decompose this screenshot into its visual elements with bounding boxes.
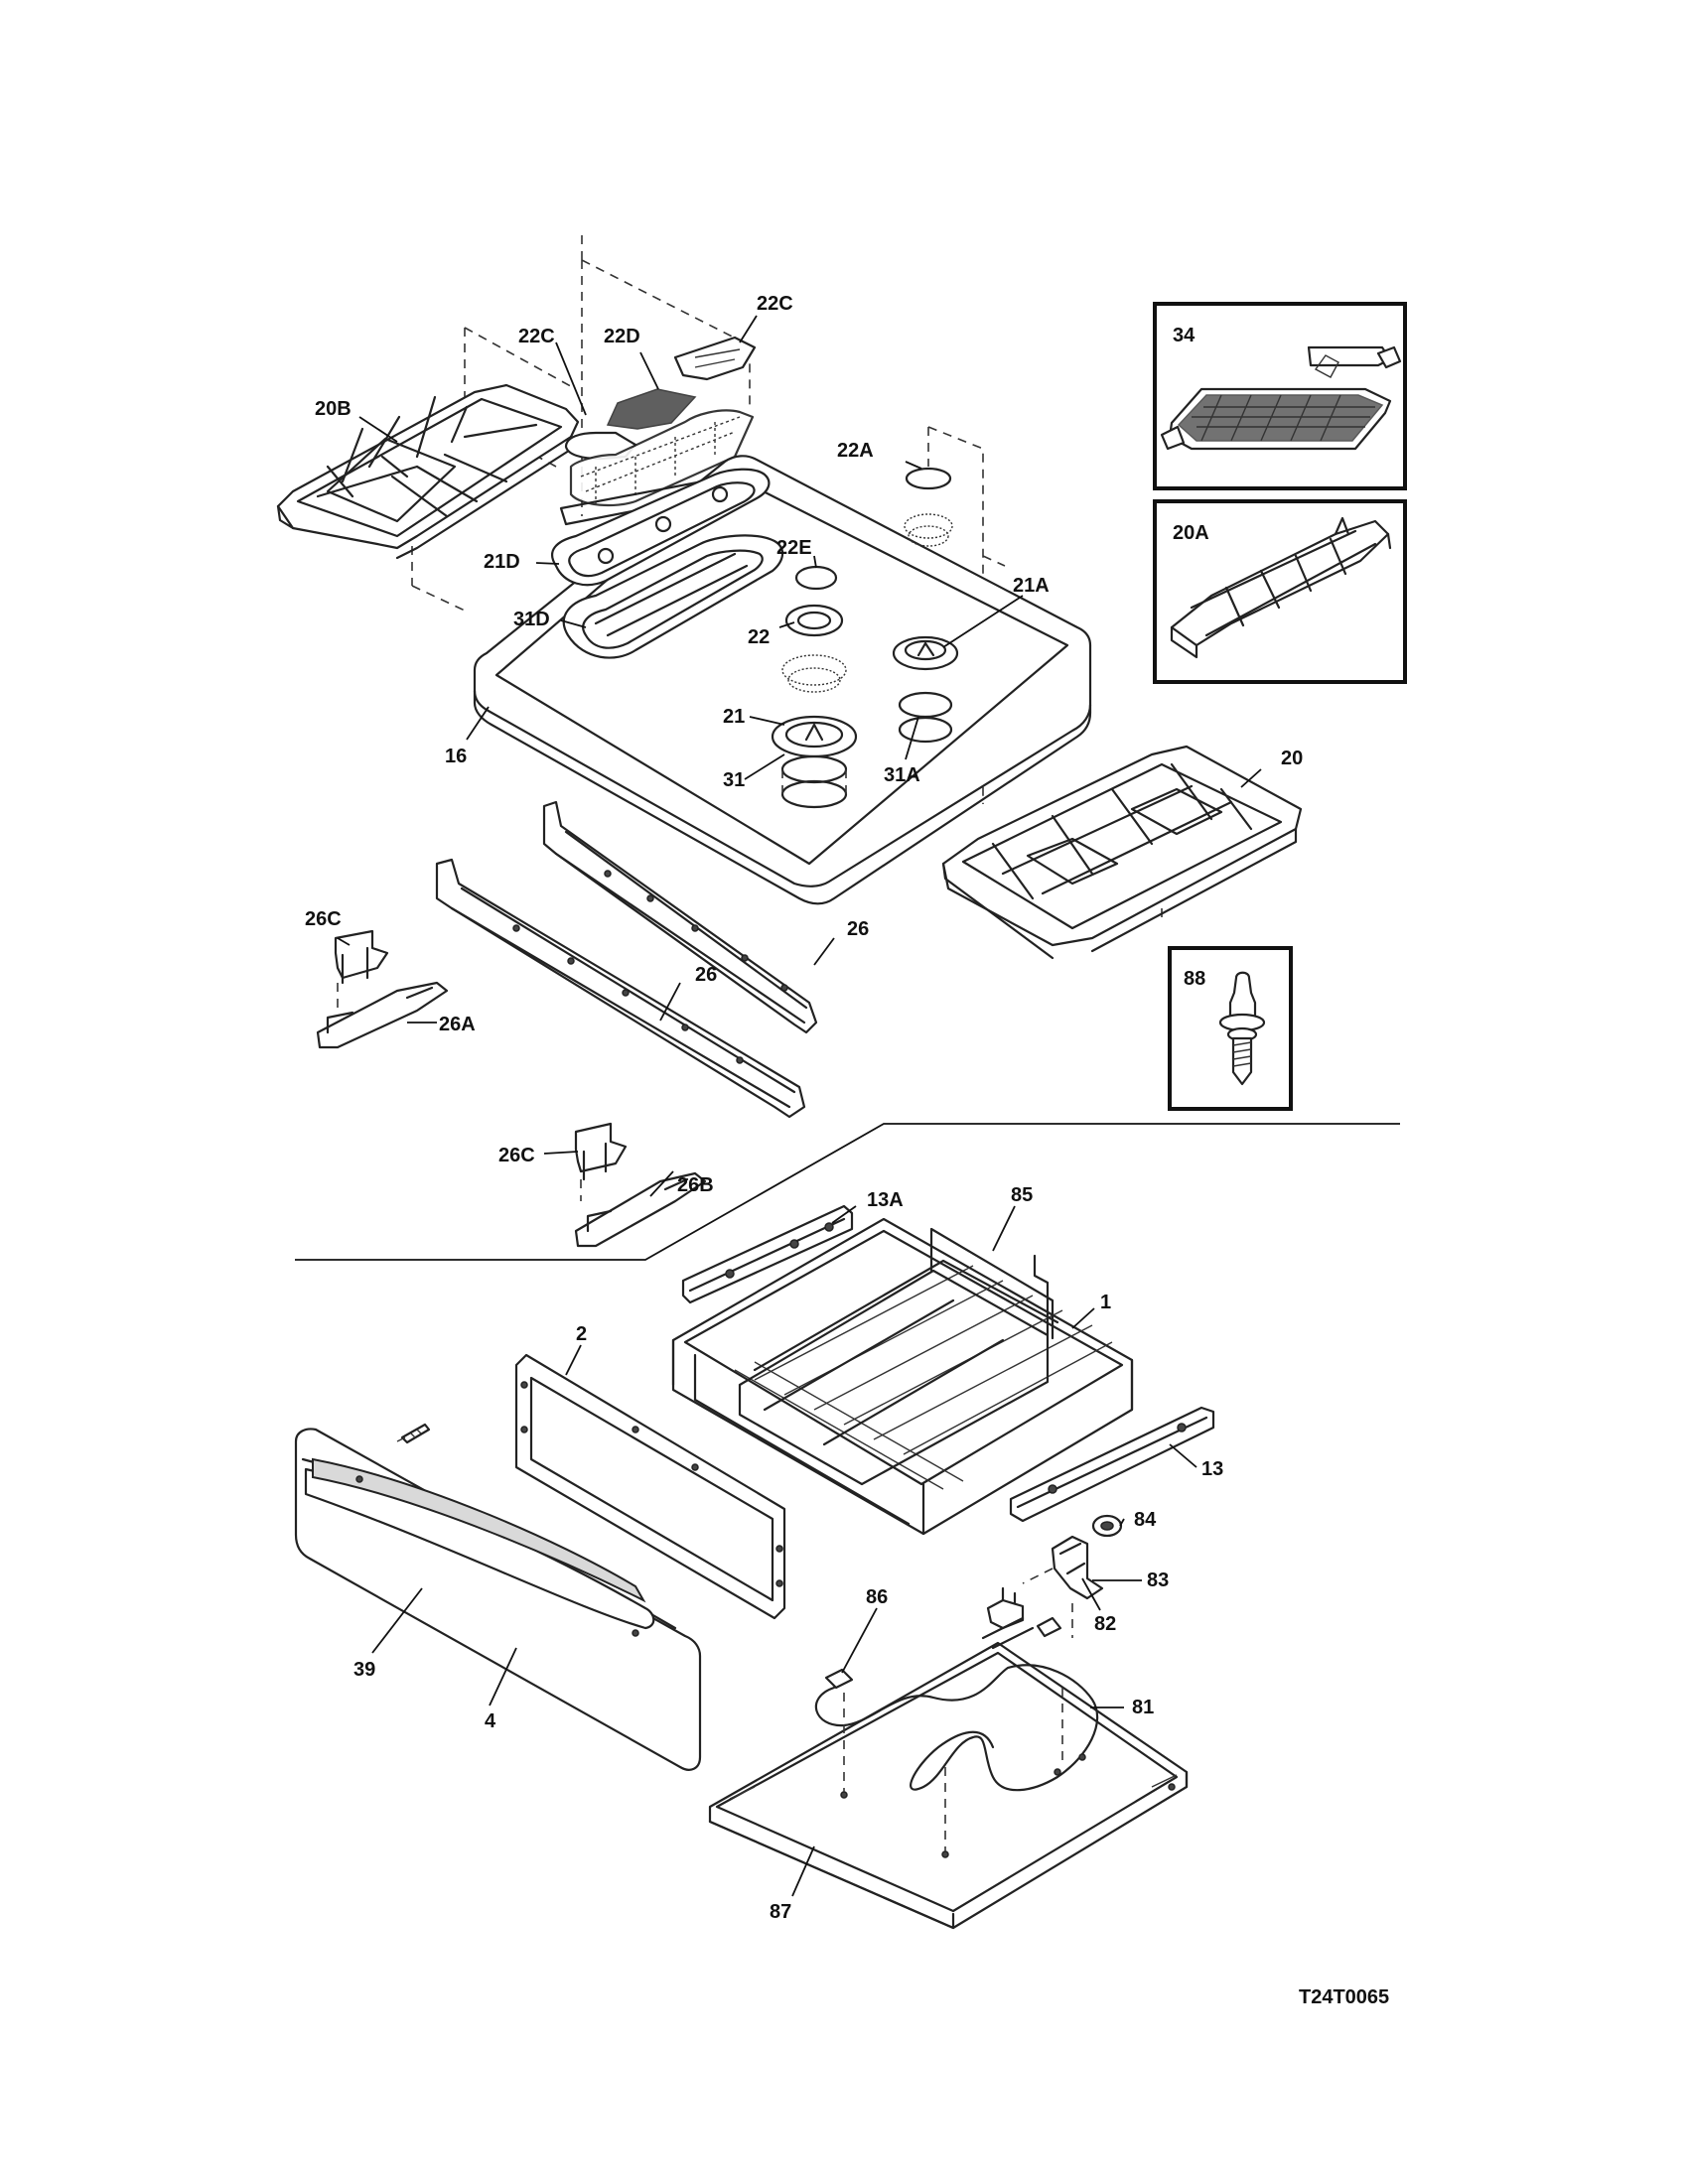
callout-39: 39 (353, 1659, 375, 1681)
callout-2: 2 (576, 1323, 587, 1345)
callout-83: 83 (1147, 1570, 1169, 1591)
callout-31: 31 (723, 769, 745, 791)
callout-22C-right: 22C (757, 293, 793, 315)
callout-26-left: 26 (695, 964, 717, 986)
callout-21D: 21D (484, 551, 520, 573)
callout-21A: 21A (1013, 575, 1050, 597)
center-burner-caps (564, 336, 757, 507)
left-burner-grate (276, 383, 580, 560)
callout-26B: 26B (677, 1174, 714, 1196)
drawer-slide-rails (681, 1204, 1215, 1523)
cooktop-support-rails (435, 800, 818, 1119)
drawer-front-panel (294, 1423, 702, 1771)
callout-leader-lines (337, 315, 1262, 1897)
callout-86: 86 (866, 1586, 888, 1608)
drawer-electrical-parts (824, 1514, 1123, 1690)
inset-box-stud: 88 (1168, 946, 1293, 1111)
section-divider-line (295, 1123, 1400, 1261)
callout-34: 34 (1173, 325, 1196, 346)
inset-box-griddle: 34 (1153, 302, 1407, 490)
callout-21: 21 (723, 706, 745, 728)
callout-22D: 22D (604, 326, 640, 347)
callout-22E: 22E (776, 537, 812, 559)
right-burner-grate (941, 745, 1303, 960)
callout-1: 1 (1100, 1292, 1111, 1313)
callout-20: 20 (1281, 748, 1303, 769)
callout-16: 16 (445, 746, 467, 767)
callout-31A: 31A (884, 764, 920, 786)
diagram-code: T24T0065 (1299, 1986, 1389, 2008)
callout-22A: 22A (837, 440, 874, 462)
callout-81: 81 (1132, 1697, 1154, 1718)
callout-84: 84 (1134, 1509, 1157, 1531)
callout-22: 22 (748, 626, 770, 648)
center-burner-gasket (551, 468, 771, 587)
drawer-front-frame (514, 1353, 786, 1620)
callout-26C-bottom: 26C (498, 1145, 535, 1166)
callout-4: 4 (485, 1710, 496, 1732)
callout-20A: 20A (1173, 522, 1209, 544)
callout-88: 88 (1184, 968, 1205, 990)
callout-13: 13 (1201, 1458, 1223, 1480)
callout-26A: 26A (439, 1014, 476, 1035)
burner-assemblies (771, 467, 959, 809)
callout-26-right: 26 (847, 918, 869, 940)
callout-26C-top: 26C (305, 908, 342, 930)
warming-drawer-box (671, 1217, 1134, 1536)
callout-22C-left: 22C (518, 326, 555, 347)
inset-box-center-grate: 20A (1153, 499, 1407, 684)
rail-brackets (316, 929, 707, 1248)
callout-82: 82 (1094, 1613, 1116, 1635)
callout-87: 87 (770, 1901, 791, 1923)
callout-85: 85 (1011, 1184, 1033, 1206)
drawer-bottom-tray (708, 1616, 1189, 1930)
callout-labels: 22C 22D 22C 20B 22A 22E 21A 21D 31D 22 2… (305, 293, 1303, 1923)
callout-20B: 20B (315, 398, 352, 420)
callout-13A: 13A (867, 1189, 904, 1211)
callout-31D: 31D (513, 609, 550, 630)
